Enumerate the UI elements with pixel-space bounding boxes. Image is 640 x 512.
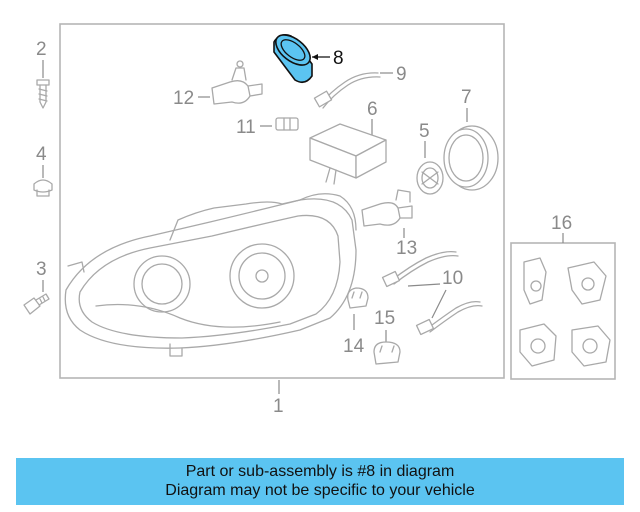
part-8-ring[interactable]	[270, 29, 315, 84]
callout-14[interactable]: 14	[343, 336, 365, 357]
part-4-clip[interactable]	[33, 179, 53, 197]
callout-11[interactable]: 11	[236, 117, 256, 138]
part-3-bolt[interactable]	[23, 293, 50, 315]
caption-line-2: Diagram may not be specific to your vehi…	[165, 482, 475, 499]
part-2-screw[interactable]	[36, 79, 50, 109]
callout-7[interactable]: 7	[461, 87, 472, 108]
callout-12[interactable]: 12	[173, 88, 194, 109]
part-16-bracket-c[interactable]	[519, 323, 557, 367]
callout-5[interactable]: 5	[419, 121, 430, 142]
callout-1[interactable]: 1	[273, 396, 284, 417]
leader-10a	[407, 283, 441, 287]
callout-3[interactable]: 3	[36, 259, 47, 280]
part-1-headlamp[interactable]	[64, 193, 357, 357]
part-9-harness[interactable]	[313, 72, 381, 109]
caption-banner: Part or sub-assembly is #8 in diagram Di…	[16, 458, 624, 505]
leader-10b	[431, 289, 447, 319]
part-14-bulb[interactable]	[347, 287, 369, 309]
part-12-bulb[interactable]	[211, 60, 263, 105]
part-13-bulb[interactable]	[361, 189, 413, 227]
part-11-bulb[interactable]	[275, 117, 299, 131]
caption-line-1: Part or sub-assembly is #8 in diagram	[185, 463, 455, 480]
part-16-bracket-a[interactable]	[523, 257, 547, 305]
callout-10[interactable]: 10	[442, 268, 463, 289]
part-10-wire-lower[interactable]	[415, 300, 483, 336]
part-10-wire-upper[interactable]	[381, 250, 459, 288]
callout-4[interactable]: 4	[36, 144, 47, 165]
part-16-bracket-b[interactable]	[567, 261, 607, 305]
callout-15[interactable]: 15	[374, 308, 395, 329]
callout-6[interactable]: 6	[367, 99, 378, 120]
part-6-module[interactable]	[309, 123, 387, 185]
main-assembly-frame	[59, 23, 505, 379]
part-16-bracket-d[interactable]	[571, 325, 611, 367]
callout-9[interactable]: 9	[396, 64, 407, 85]
arrow-8	[312, 54, 318, 60]
part-7-cap[interactable]	[443, 125, 499, 191]
part-5-socket[interactable]	[416, 161, 444, 195]
callout-13[interactable]: 13	[396, 238, 417, 259]
callout-2[interactable]: 2	[36, 39, 47, 60]
callout-8[interactable]: 8	[333, 48, 344, 69]
part-15-bulb[interactable]	[373, 341, 401, 365]
callout-16[interactable]: 16	[551, 213, 572, 234]
